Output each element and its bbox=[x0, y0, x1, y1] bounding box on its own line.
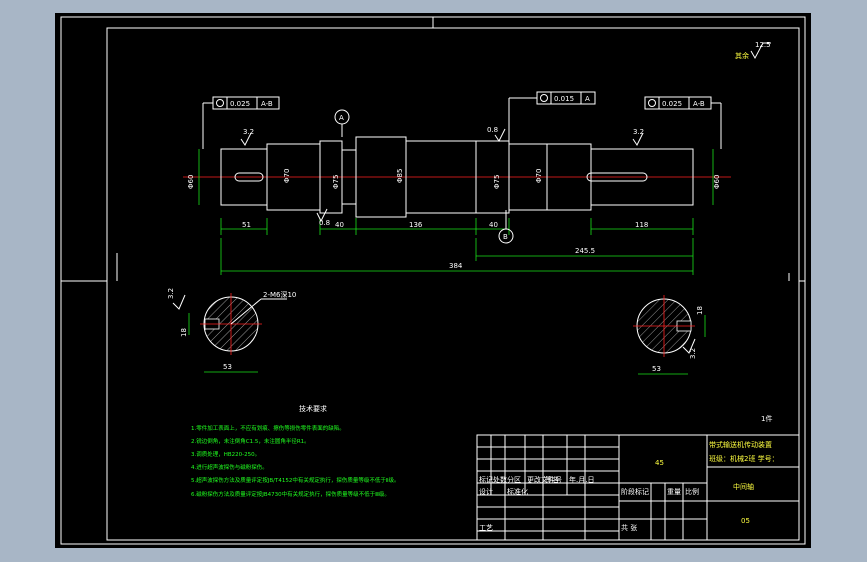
roughness-symbols: 3.2 0.8 3.2 0.8 bbox=[240, 126, 644, 227]
tol-right-value: 0.025 bbox=[662, 100, 682, 108]
tb-total: 共 张 bbox=[621, 523, 637, 532]
sec-left-callout: 2-M6深10 bbox=[263, 290, 296, 299]
tol-right-datum: A-B bbox=[693, 100, 705, 108]
keyway-left bbox=[234, 172, 264, 182]
sec-right-rough: 3.2 bbox=[689, 348, 697, 359]
title-block: 标记 处数 分区 更改文件号 签名 年.月.日 设计 标准化 工艺 阶段标记 重… bbox=[476, 434, 800, 541]
datum-b-label: B bbox=[503, 233, 508, 241]
sec-right-width: 18 bbox=[696, 306, 704, 315]
tolerance-frame-mid: 0.015 A bbox=[508, 91, 596, 144]
tol-left-datum: A-B bbox=[261, 100, 273, 108]
sec-left-width: 18 bbox=[180, 328, 188, 337]
rough-1: 3.2 bbox=[243, 128, 254, 136]
datum-b-marker: B bbox=[498, 210, 514, 244]
rough-3: 3.2 bbox=[633, 128, 644, 136]
tol-left-value: 0.025 bbox=[230, 100, 250, 108]
keyway-right bbox=[586, 172, 648, 182]
dia-70b: Φ70 bbox=[535, 169, 543, 183]
note-2: 2.锐边倒角，未注倒角C1.5，未注圆角半径R1。 bbox=[191, 437, 310, 445]
rough-2: 0.8 bbox=[487, 126, 498, 134]
tb-mark: 标记 bbox=[479, 475, 493, 484]
section-view-right: 53 18 3.2 bbox=[633, 295, 706, 375]
note-6: 6.磁粉探伤方法及质量评定按JB4730中有关规定执行，探伤质量等级不低于Ⅲ级。 bbox=[191, 490, 390, 498]
diameter-labels: Φ60 Φ70 Φ75 Φ85 Φ75 Φ70 Φ60 bbox=[187, 169, 721, 189]
tb-doc-no: 更改文件号 bbox=[527, 475, 562, 484]
dim-245: 245.5 bbox=[575, 247, 595, 255]
tb-std: 标准化 bbox=[507, 487, 528, 496]
dimension-lines bbox=[198, 149, 714, 275]
tb-class: 班级：机械2班 学号： bbox=[709, 454, 779, 463]
roughness-value: 12.5 bbox=[755, 41, 771, 49]
datum-a-label: A bbox=[339, 114, 344, 122]
dia-left: Φ60 bbox=[187, 175, 195, 189]
technical-requirements: 技术要求 1.零件加工表面上，不应有划痕、擦伤等损伤零件表面的缺陷。 2.锐边倒… bbox=[191, 404, 400, 498]
tb-weight: 重量 bbox=[667, 488, 681, 496]
sec-right-dim: 53 bbox=[652, 365, 661, 373]
tb-stage: 阶段标记 bbox=[621, 487, 649, 496]
tol-mid-datum: A bbox=[585, 95, 590, 103]
dim-136: 136 bbox=[409, 221, 423, 229]
tb-material: 45 bbox=[655, 459, 664, 467]
section-view-left: 53 18 3.2 2-M6深10 bbox=[167, 288, 296, 373]
tol-mid-value: 0.015 bbox=[554, 95, 574, 103]
rough-4: 0.8 bbox=[319, 219, 330, 227]
dia-70a: Φ70 bbox=[283, 169, 291, 183]
note-3: 3.调质处理，HB220-250。 bbox=[191, 450, 260, 458]
tolerance-frame-right: 0.025 A-B bbox=[644, 96, 722, 149]
tb-zone: 分区 bbox=[507, 475, 521, 484]
note-1: 1.零件加工表面上，不应有划痕、擦伤等损伤零件表面的缺陷。 bbox=[191, 424, 345, 432]
tb-scale: 比例 bbox=[685, 487, 699, 496]
tb-sign: 签名 bbox=[545, 475, 559, 484]
tb-part-name: 中间轴 bbox=[733, 482, 754, 491]
roughness-label: 其余 bbox=[735, 51, 749, 60]
tb-drawing-no: 05 bbox=[741, 517, 750, 525]
dia-75b: Φ75 bbox=[493, 175, 501, 189]
drawing-canvas: 其余 12.5 bbox=[60, 16, 806, 545]
datum-a-marker: A bbox=[334, 109, 350, 137]
note-5: 5.超声波探伤方法及质量评定按JB/T4152中有关规定执行，探伤质量等级不低于… bbox=[191, 476, 400, 484]
outer-border bbox=[60, 16, 806, 545]
tb-process: 工艺 bbox=[479, 524, 493, 532]
tb-design: 设计 bbox=[479, 487, 493, 496]
tb-qty: 处数 bbox=[493, 475, 507, 484]
count-label: 1件 bbox=[761, 414, 772, 423]
sec-left-dim: 53 bbox=[223, 363, 232, 371]
dia-right: Φ60 bbox=[713, 175, 721, 189]
dim-40: 40 bbox=[335, 221, 344, 229]
tb-project: 带式输送机传动装置 bbox=[709, 440, 772, 449]
dim-51: 51 bbox=[242, 221, 251, 229]
tolerance-frame-left: 0.025 A-B bbox=[202, 96, 280, 149]
drawing-sheet: 其余 12.5 bbox=[55, 13, 811, 548]
dia-75a: Φ75 bbox=[332, 175, 340, 189]
roughness-note: 其余 12.5 bbox=[735, 41, 771, 60]
dim-40b: 40 bbox=[489, 221, 498, 229]
shaft-profile bbox=[220, 136, 694, 218]
dia-85: Φ85 bbox=[396, 169, 404, 183]
sec-left-rough: 3.2 bbox=[167, 288, 175, 299]
tech-title: 技术要求 bbox=[299, 404, 327, 413]
tb-date: 年.月.日 bbox=[569, 475, 594, 484]
inner-border bbox=[106, 27, 800, 541]
dim-384: 384 bbox=[449, 262, 463, 270]
dim-118: 118 bbox=[635, 221, 648, 229]
note-4: 4.进行超声波探伤与磁粉探伤。 bbox=[191, 463, 268, 471]
